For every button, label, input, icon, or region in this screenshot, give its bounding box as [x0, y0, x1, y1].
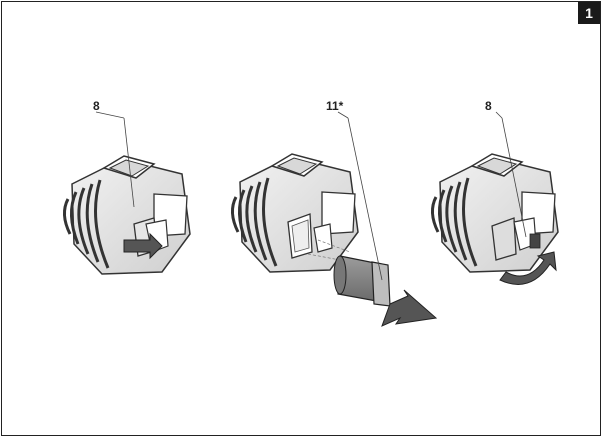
page-number-badge: 1	[578, 2, 600, 24]
battery-pack	[333, 255, 391, 307]
callout-step-2: 11*	[326, 99, 344, 113]
callout-step-1: 8	[93, 99, 100, 113]
device-step-2	[231, 153, 359, 273]
callout-step-3: 8	[485, 99, 492, 113]
device-step-3	[431, 153, 559, 273]
leader-line-1	[95, 111, 125, 119]
device-step-1	[63, 155, 191, 275]
leader-line-3	[495, 111, 503, 119]
rotate-arrow	[499, 251, 557, 285]
insert-arrow	[381, 289, 438, 327]
leader-line-2	[337, 111, 349, 119]
